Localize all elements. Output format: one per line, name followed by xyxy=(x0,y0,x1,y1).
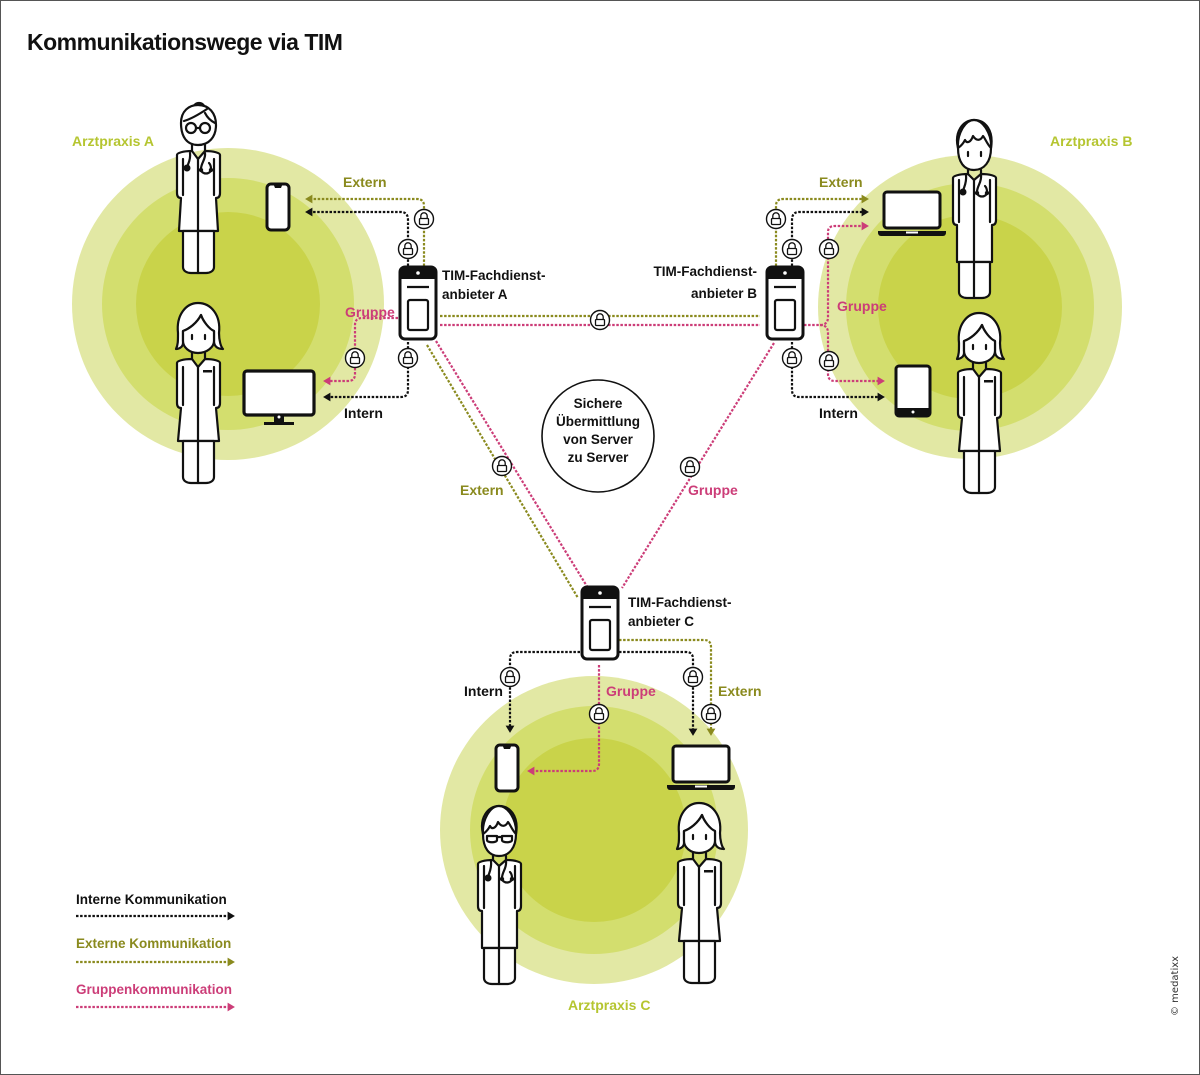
path-label-b-intern: Intern xyxy=(819,405,858,421)
legend-label-gruppe: Gruppenkommunikation xyxy=(76,982,232,997)
path-b-gruppe-top xyxy=(804,221,869,327)
path-label-c-intern: Intern xyxy=(464,683,503,699)
path-c-gruppe xyxy=(527,665,601,776)
server-a-label-1: TIM-Fachdienst- xyxy=(442,268,546,283)
server-a-icon xyxy=(398,265,438,341)
lock-icon xyxy=(397,347,419,369)
server-b-label-2: anbieter B xyxy=(691,286,757,301)
center-note: Sichere Übermittlung von Server zu Serve… xyxy=(541,379,655,493)
practice-b-label: Arztpraxis B xyxy=(1050,133,1132,149)
lock-icon xyxy=(413,208,435,230)
server-c-label-2: anbieter C xyxy=(628,614,694,629)
path-label-a-gruppe: Gruppe xyxy=(345,304,395,320)
practice-a-ring-inner xyxy=(136,212,320,396)
path-a-extern xyxy=(305,194,426,266)
lock-icon xyxy=(344,347,366,369)
lock-icon xyxy=(700,703,722,725)
server-c-label-1: TIM-Fachdienst- xyxy=(628,595,732,610)
path-c-extern xyxy=(619,638,716,736)
path-b-extern xyxy=(774,194,869,266)
diagram-title: Kommunikationswege via TIM xyxy=(27,29,342,55)
laptop-icon xyxy=(665,744,737,792)
path-label-b-gruppe: Gruppe xyxy=(837,298,887,314)
server-b-icon xyxy=(765,265,805,341)
lock-icon xyxy=(679,456,701,478)
lock-icon xyxy=(781,238,803,260)
lock-icon xyxy=(588,703,610,725)
nurse-female-figure xyxy=(675,801,726,985)
legend-label-intern: Interne Kommunikation xyxy=(76,892,227,907)
practice-b-ring-inner xyxy=(878,215,1062,399)
lock-icon xyxy=(491,455,513,477)
server-b-label-1: TIM-Fachdienst- xyxy=(654,264,758,279)
tablet-icon xyxy=(894,364,932,418)
doctor-male-glasses-figure xyxy=(476,804,523,986)
smartphone-icon xyxy=(265,182,291,232)
path-c-intern-left xyxy=(505,650,580,733)
path-c-intern-right xyxy=(619,650,698,736)
lock-icon xyxy=(589,309,611,331)
server-a-label-2: anbieter A xyxy=(442,287,508,302)
practice-a-area xyxy=(72,148,384,460)
lock-icon xyxy=(765,208,787,230)
path-label-c-gruppe: Gruppe xyxy=(606,683,656,699)
smartphone-icon xyxy=(494,743,520,793)
practice-a-label: Arztpraxis A xyxy=(72,133,154,149)
center-line-4: zu Server xyxy=(568,450,630,465)
server-c-icon xyxy=(580,585,620,661)
copyright-note: © medatixx xyxy=(1170,956,1181,1016)
path-label-a-intern: Intern xyxy=(344,405,383,421)
doctor-male-figure xyxy=(951,118,998,300)
lock-icon xyxy=(818,350,840,372)
lock-icon xyxy=(682,666,704,688)
center-circle xyxy=(541,379,655,493)
path-a-intern-top xyxy=(305,207,410,266)
doctor-female-glasses-figure xyxy=(175,101,222,275)
center-line-2: Übermittlung xyxy=(556,414,640,429)
practice-c-ring-inner xyxy=(502,738,686,922)
path-label-a-extern: Extern xyxy=(343,174,387,190)
practice-c-label: Arztpraxis C xyxy=(568,997,650,1013)
laptop-icon xyxy=(876,190,948,238)
path-b-gruppe-bottom xyxy=(819,323,885,386)
path-b-intern-top xyxy=(790,207,869,266)
lock-icon xyxy=(397,238,419,260)
path-label-b-extern: Extern xyxy=(819,174,863,190)
center-line-3: von Server xyxy=(563,432,634,447)
path-b-intern xyxy=(790,342,885,402)
lock-icon xyxy=(499,666,521,688)
path-label-c-extern: Extern xyxy=(718,683,762,699)
legend-label-extern: Externe Kommunikation xyxy=(76,936,231,951)
path-a-intern xyxy=(323,342,410,402)
legend: Interne Kommunikation Externe Kommunikat… xyxy=(76,892,235,1012)
path-label-bc-gruppe: Gruppe xyxy=(688,482,738,498)
lock-icon xyxy=(781,347,803,369)
path-label-ac-extern: Extern xyxy=(460,482,504,498)
center-line-1: Sichere xyxy=(574,396,623,411)
lock-icon xyxy=(818,238,840,260)
nurse-female-figure xyxy=(955,311,1006,495)
